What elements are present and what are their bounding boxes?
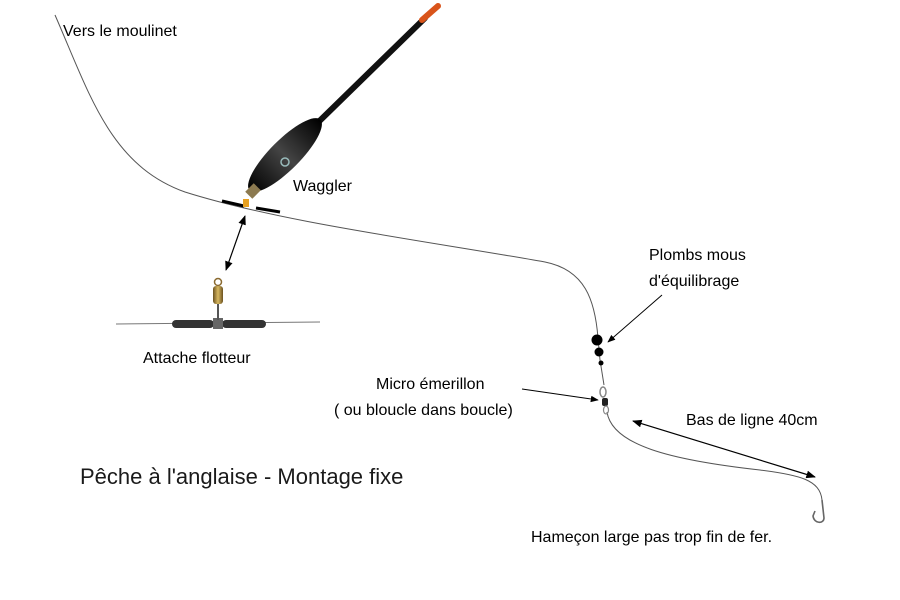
label-waggler: Waggler bbox=[293, 178, 353, 195]
label-plombs-line1: Plombs mous bbox=[649, 247, 746, 264]
diagram-title: Pêche à l'anglaise - Montage fixe bbox=[80, 464, 403, 489]
label-hamecon: Hameçon large pas trop fin de fer. bbox=[531, 529, 772, 546]
label-vers-moulinet: Vers le moulinet bbox=[63, 23, 177, 40]
label-micro-line1: Micro émerillon bbox=[376, 376, 484, 393]
label-bas-de-ligne: Bas de ligne 40cm bbox=[686, 412, 818, 429]
waggler-float bbox=[245, 3, 441, 199]
label-attache-flotteur: Attache flotteur bbox=[143, 350, 251, 367]
float-stop-tubes bbox=[221, 199, 281, 214]
float-attach-arrow bbox=[225, 215, 246, 271]
main-fishing-line bbox=[54, 14, 605, 386]
label-plombs-line2: d'équilibrage bbox=[649, 273, 739, 290]
attache-flotteur-illustration bbox=[115, 277, 321, 329]
bas-de-ligne-arrow bbox=[632, 419, 816, 479]
label-micro-line2: ( ou bloucle dans boucle) bbox=[334, 402, 513, 419]
hook-icon bbox=[812, 499, 825, 524]
micro-swivel bbox=[599, 386, 610, 415]
split-shot-weights bbox=[591, 334, 604, 366]
plombs-arrow bbox=[607, 294, 663, 343]
micro-swivel-arrow bbox=[521, 388, 599, 403]
